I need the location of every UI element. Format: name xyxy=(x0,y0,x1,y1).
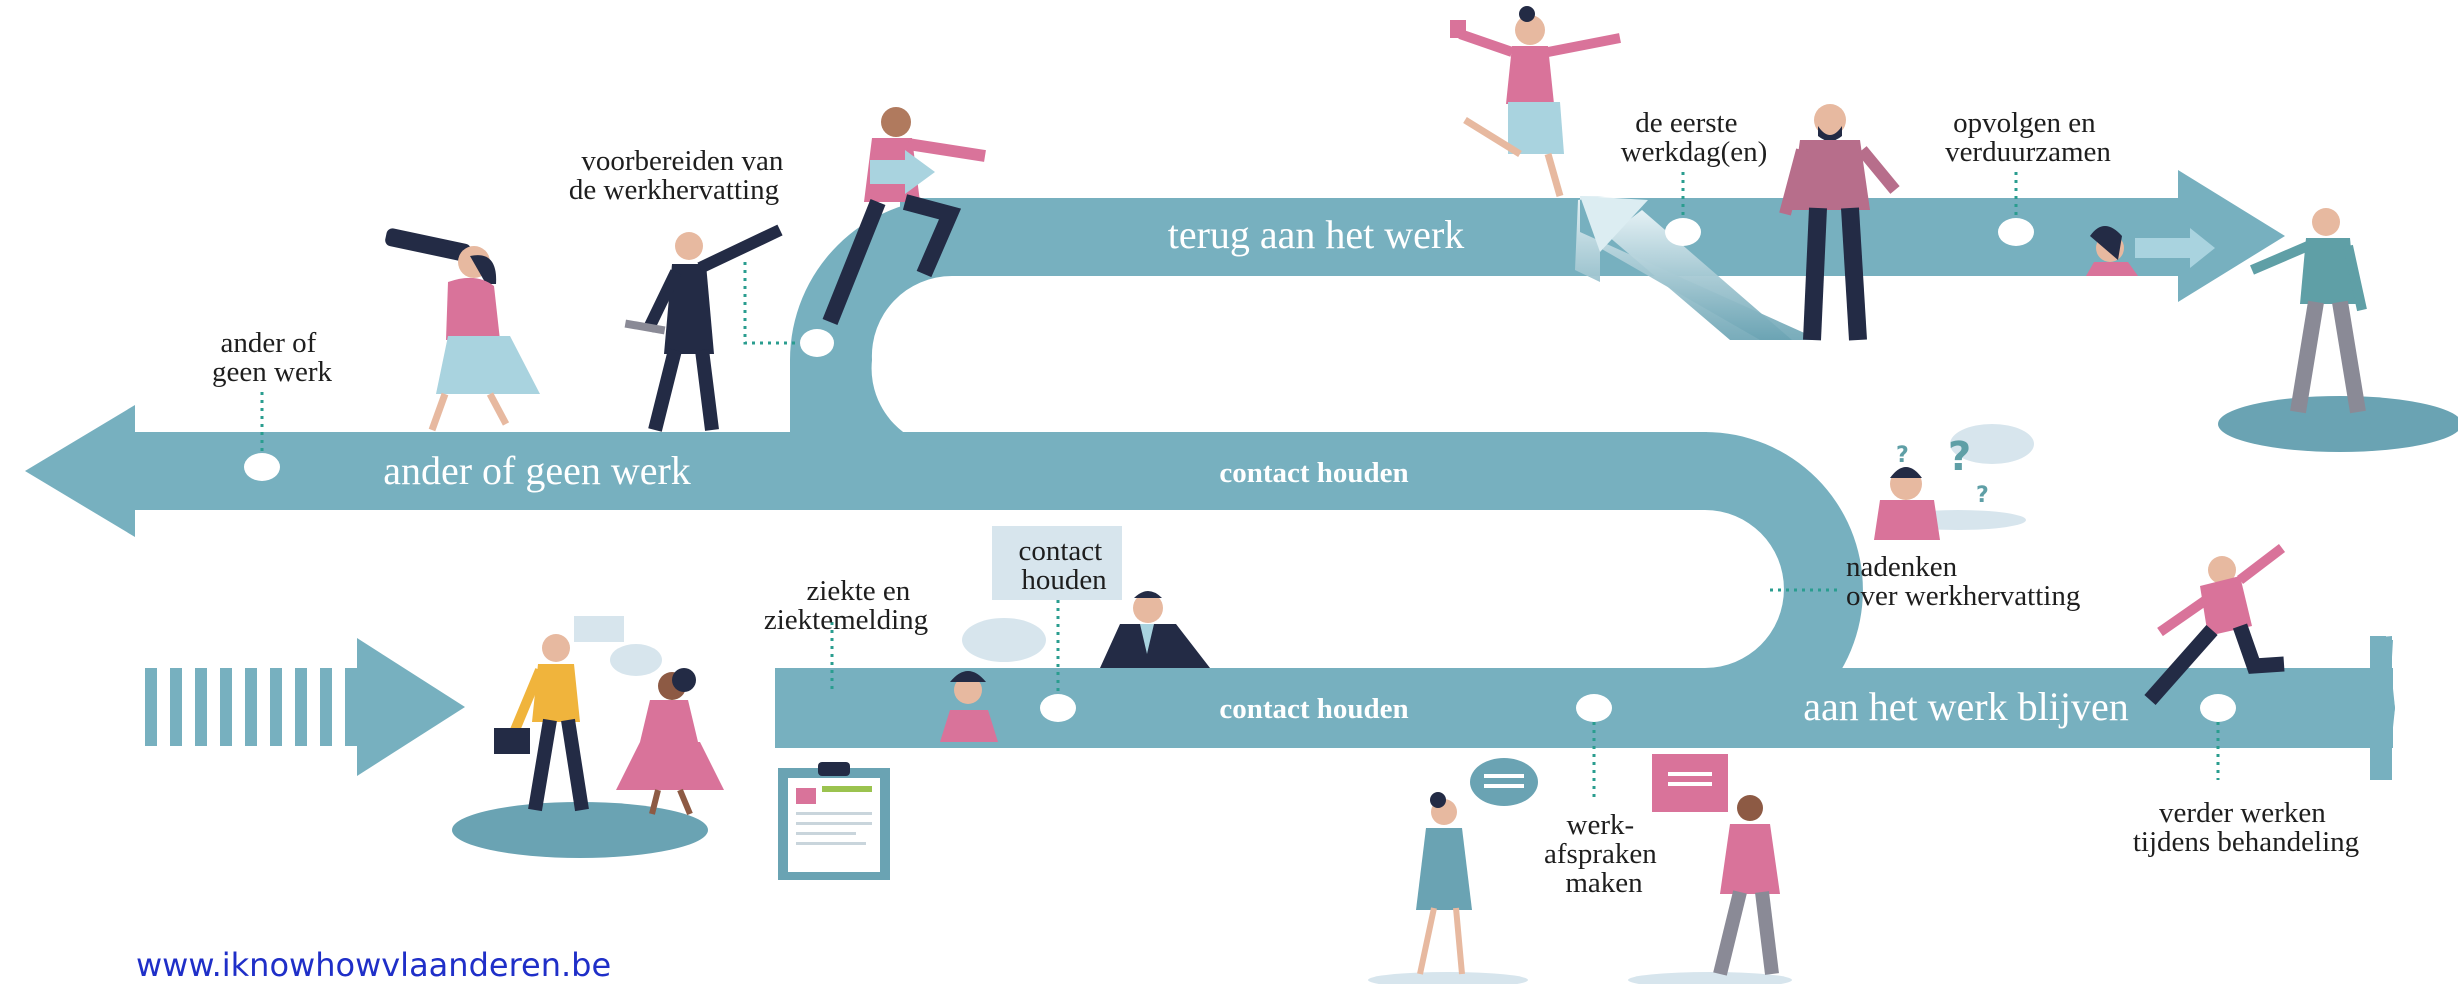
man-sign-illustration xyxy=(1652,754,1780,976)
dot-voorbereiden xyxy=(800,329,834,357)
man-platform-illustration xyxy=(2250,208,2367,414)
thinking-man-illustration: ? ? ? xyxy=(1874,424,2034,540)
dotted-connectors xyxy=(260,172,2220,800)
milestone-dots xyxy=(244,218,2236,722)
man-wrench-illustration xyxy=(624,224,783,432)
running-woman-illustration xyxy=(2144,544,2286,705)
label-werkafspraken: werk- afspraken maken xyxy=(1544,809,1664,899)
svg-text:?: ? xyxy=(1948,434,1971,480)
road-label-middle: contact houden xyxy=(1219,457,1408,489)
website-link[interactable]: www.iknowhowvlaanderen.be xyxy=(136,946,611,984)
woman-cup-illustration xyxy=(1450,6,1621,197)
label-ziekte: ziekte en ziektemelding xyxy=(764,575,928,636)
label-verder-werken: verder werken tijdens behandeling xyxy=(2133,797,2359,858)
man-climbing-illustration xyxy=(822,107,986,325)
woman-phone-illustration xyxy=(940,618,1046,742)
woman-peeking-illustration xyxy=(2086,226,2215,276)
platform-right xyxy=(2218,396,2458,452)
label-nadenken: nadenken over werkhervatting xyxy=(1846,551,2080,612)
dot-werkafspraken xyxy=(1576,694,1612,722)
arrow-final xyxy=(2370,636,2380,780)
shadow-bottom-1 xyxy=(1368,972,1528,984)
road-label-bottom: contact houden xyxy=(1219,693,1408,725)
dot-contact xyxy=(1040,694,1076,722)
road-label-top: terug aan het werk xyxy=(1168,212,1465,257)
contact-label-box xyxy=(992,526,1122,600)
start-arrow xyxy=(145,638,465,776)
platform-bottom-left xyxy=(452,802,708,858)
dot-opvolgen xyxy=(1998,218,2034,246)
bearded-man-illustration xyxy=(1779,104,1900,341)
man-phone-illustration xyxy=(1100,591,1210,668)
left-road-arrowhead xyxy=(25,405,135,537)
middle-road xyxy=(952,432,1707,510)
return-arrow-shaft xyxy=(1608,210,1792,340)
road-label-left: ander of geen werk xyxy=(383,448,691,493)
label-opvolgen: opvolgen en verduurzamen xyxy=(1945,107,2111,168)
dot-ander-of-geen-werk xyxy=(244,453,280,481)
road-label-right: aan het werk blijven xyxy=(1803,684,2128,729)
label-eerste-werkdag: de eerste werkdag(en) xyxy=(1621,107,1768,168)
conversation-illustration xyxy=(494,616,724,816)
dot-verder-werken xyxy=(2200,694,2236,722)
svg-text:?: ? xyxy=(1976,483,1989,508)
shadow-bottom-2 xyxy=(1628,972,1792,984)
label-voorbereiden: voorbereiden van de werkhervatting xyxy=(569,145,791,206)
woman-speech-illustration xyxy=(1416,758,1538,975)
top-road-arrowhead xyxy=(2178,170,2285,302)
dot-nadenken xyxy=(1735,576,1769,604)
label-contact: contact houden xyxy=(1019,535,1110,596)
person-telescope-illustration xyxy=(385,228,540,432)
milestone-labels: ander of geen werk voorbereiden van de w… xyxy=(212,107,2359,899)
clipboard-icon xyxy=(778,762,890,880)
top-road xyxy=(900,198,2180,276)
svg-text:?: ? xyxy=(1896,443,1909,468)
label-ander-of-geen-werk: ander of geen werk xyxy=(212,327,332,388)
return-arrow-head xyxy=(1580,196,1648,252)
dot-eerste-werkdag xyxy=(1665,218,1701,246)
